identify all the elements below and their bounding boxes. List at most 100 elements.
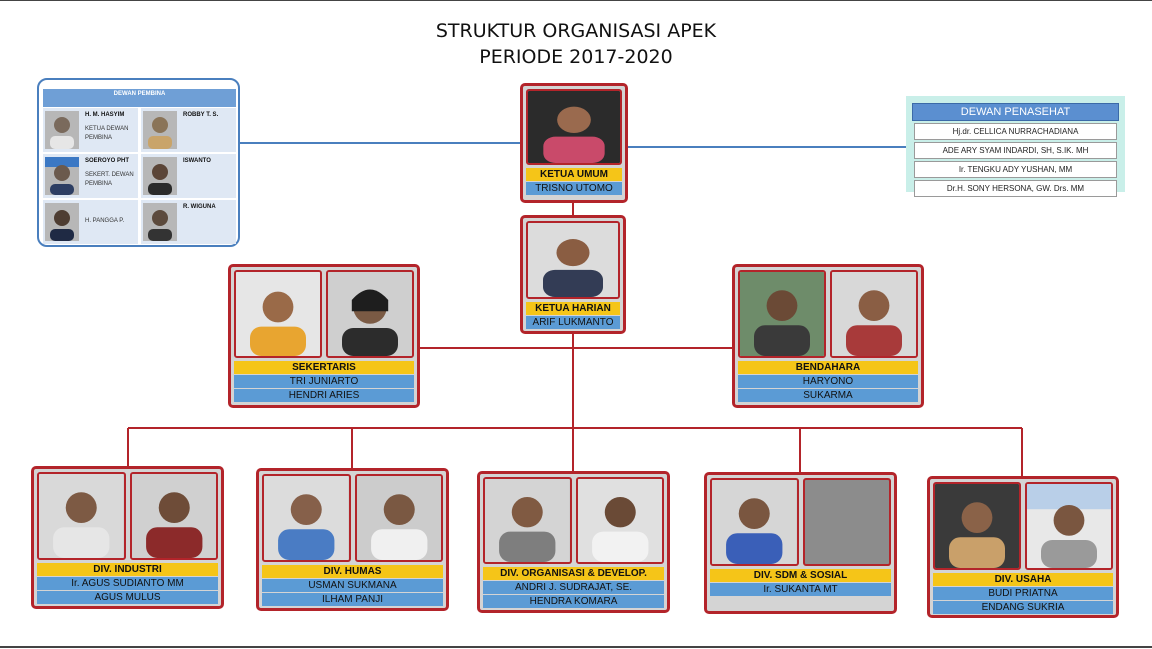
portrait-icon bbox=[131, 474, 216, 558]
top-border bbox=[0, 0, 1152, 1]
member-photo bbox=[354, 474, 443, 562]
member-name: ENDANG SUKRIA bbox=[933, 601, 1113, 614]
portrait-icon bbox=[50, 117, 74, 149]
member-name: ROBBY T. S. bbox=[183, 112, 219, 118]
member-photo bbox=[45, 203, 79, 241]
pembina-member: R. WIGUNA bbox=[141, 200, 236, 244]
role-label: KETUA UMUM bbox=[526, 168, 622, 181]
member-photo bbox=[143, 111, 177, 149]
dewan-pembina-panel: DEWAN PEMBINA H. M. HASYIM KETUA DEWAN P… bbox=[37, 78, 240, 247]
portrait-icon bbox=[935, 484, 1019, 568]
div-usaha-card: DIV. USAHA BUDI PRIATNA ENDANG SUKRIA bbox=[927, 476, 1119, 618]
portrait-icon bbox=[356, 476, 441, 560]
member-role: SEKERT. DEWAN PEMBINA bbox=[85, 172, 134, 187]
portrait-icon bbox=[528, 91, 620, 163]
portrait-icon bbox=[740, 272, 824, 356]
member-photo bbox=[710, 478, 799, 566]
ketua-harian-card: KETUA HARIAN ARIF LUKMANTO bbox=[520, 215, 626, 334]
role-label: DIV. USAHA bbox=[933, 573, 1113, 586]
role-label: BENDAHARA bbox=[738, 361, 918, 374]
member-role: H. PANGGA P. bbox=[85, 218, 125, 224]
portrait-icon bbox=[328, 272, 412, 356]
member-name: BUDI PRIATNA bbox=[933, 587, 1113, 600]
member-photo bbox=[575, 477, 664, 564]
member-name: SUKARMA bbox=[738, 389, 918, 402]
empty-photo bbox=[802, 478, 891, 566]
title-line-2: PERIODE 2017-2020 bbox=[479, 46, 673, 68]
penasehat-member: Dr.H. SONY HERSONA, GW. Drs. MM bbox=[914, 180, 1117, 197]
member-photo bbox=[326, 270, 414, 358]
member-name: Ir. AGUS SUDIANTO MM bbox=[37, 577, 218, 590]
portrait-icon bbox=[148, 210, 172, 241]
div-sdm-card: DIV. SDM & SOSIAL Ir. SUKANTA MT bbox=[704, 472, 897, 614]
chart-title: STRUKTUR ORGANISASI APEK PERIODE 2017-20… bbox=[376, 18, 776, 70]
member-name: ARIF LUKMANTO bbox=[526, 316, 620, 329]
penasehat-member: Hj.dr. CELLICA NURRACHADIANA bbox=[914, 123, 1117, 140]
portrait-icon bbox=[148, 117, 172, 149]
portrait-icon bbox=[577, 479, 662, 562]
portrait-icon bbox=[148, 164, 172, 195]
title-line-1: STRUKTUR ORGANISASI APEK bbox=[435, 20, 717, 42]
member-photo bbox=[738, 270, 826, 358]
role-label: SEKERTARIS bbox=[234, 361, 414, 374]
member-name: AGUS MULUS bbox=[37, 591, 218, 604]
portrait-icon bbox=[712, 480, 797, 564]
role-label: DIV. HUMAS bbox=[262, 565, 443, 578]
member-name: HENDRA KOMARA bbox=[483, 595, 664, 608]
member-photo bbox=[37, 472, 126, 560]
portrait-icon bbox=[39, 474, 124, 558]
pembina-member: SOEROYO PHT SEKERT. DEWAN PEMBINA bbox=[43, 154, 138, 198]
member-photo bbox=[129, 472, 218, 560]
member-photo bbox=[234, 270, 322, 358]
penasehat-member: Ir. TENGKU ADY YUSHAN, MM bbox=[914, 161, 1117, 178]
dewan-pembina-header: DEWAN PEMBINA bbox=[43, 89, 236, 107]
portrait-icon bbox=[832, 272, 916, 356]
penasehat-member: ADE ARY SYAM INDARDI, SH, S.IK. MH bbox=[914, 142, 1117, 159]
member-photo bbox=[1025, 482, 1113, 570]
member-name: HENDRI ARIES bbox=[234, 389, 414, 402]
portrait-icon bbox=[236, 272, 320, 356]
member-photo bbox=[483, 477, 572, 564]
member-name: ANDRI J. SUDRAJAT, SE. bbox=[483, 581, 664, 594]
member-photo bbox=[45, 157, 79, 195]
dewan-penasehat-panel: DEWAN PENASEHAT Hj.dr. CELLICA NURRACHAD… bbox=[906, 96, 1125, 197]
member-name: TRISNO UTOMO bbox=[526, 182, 622, 195]
div-industri-card: DIV. INDUSTRI Ir. AGUS SUDIANTO MM AGUS … bbox=[31, 466, 224, 609]
dewan-penasehat-header: DEWAN PENASEHAT bbox=[912, 103, 1119, 121]
member-name: H. M. HASYIM bbox=[85, 112, 125, 118]
member-photo bbox=[933, 482, 1021, 570]
portrait-icon bbox=[45, 157, 79, 195]
member-name: TRI JUNIARTO bbox=[234, 375, 414, 388]
member-name: USMAN SUKMANA bbox=[262, 579, 443, 592]
member-photo bbox=[143, 203, 177, 241]
member-photo bbox=[45, 111, 79, 149]
member-name: SOEROYO PHT bbox=[85, 158, 130, 164]
member-name: ILHAM PANJI bbox=[262, 593, 443, 606]
member-name: ISWANTO bbox=[183, 158, 211, 164]
member-photo bbox=[526, 89, 622, 165]
role-label: DIV. ORGANISASI & DEVELOP. bbox=[483, 567, 664, 580]
member-photo bbox=[143, 157, 177, 195]
pembina-member: ROBBY T. S. bbox=[141, 108, 236, 152]
member-photo bbox=[262, 474, 351, 562]
pembina-member: ISWANTO bbox=[141, 154, 236, 198]
sekertaris-card: SEKERTARIS TRI JUNIARTO HENDRI ARIES bbox=[228, 264, 420, 408]
role-label: DIV. INDUSTRI bbox=[37, 563, 218, 576]
member-name: Ir. SUKANTA MT bbox=[710, 583, 891, 596]
pembina-member: H. M. HASYIM KETUA DEWAN PEMBINA bbox=[43, 108, 138, 152]
role-label: KETUA HARIAN bbox=[526, 302, 620, 315]
member-name: R. WIGUNA bbox=[183, 204, 216, 210]
bendahara-card: BENDAHARA HARYONO SUKARMA bbox=[732, 264, 924, 408]
portrait-icon bbox=[50, 210, 74, 241]
div-humas-card: DIV. HUMAS USMAN SUKMANA ILHAM PANJI bbox=[256, 468, 449, 611]
portrait-icon bbox=[485, 479, 570, 562]
role-label: DIV. SDM & SOSIAL bbox=[710, 569, 891, 582]
member-name: HARYONO bbox=[738, 375, 918, 388]
member-photo bbox=[830, 270, 918, 358]
portrait-icon bbox=[1027, 484, 1111, 568]
bottom-border bbox=[0, 646, 1152, 648]
portrait-icon bbox=[528, 223, 618, 297]
member-role: KETUA DEWAN PEMBINA bbox=[85, 126, 129, 141]
ketua-umum-card: KETUA UMUM TRISNO UTOMO bbox=[520, 83, 628, 203]
